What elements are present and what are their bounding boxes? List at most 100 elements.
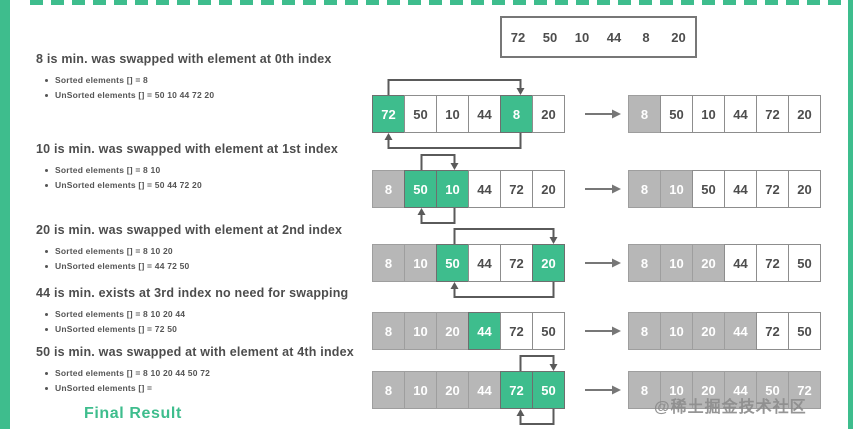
array-cell: 10 bbox=[404, 244, 437, 282]
array-cell: 10 bbox=[660, 170, 693, 208]
bullet-text: Sorted elements [] = 8 10 20 bbox=[55, 246, 173, 256]
array-cell: 8 bbox=[628, 371, 661, 409]
array-cell: 50 bbox=[788, 312, 821, 350]
step-bullet: Sorted elements [] = 8 10 bbox=[45, 165, 338, 175]
bullet-text: UnSorted elements [] = 50 44 72 20 bbox=[55, 180, 202, 190]
array-cell: 20 bbox=[532, 95, 565, 133]
array-cell: 10 bbox=[436, 95, 469, 133]
bullet-text: UnSorted elements [] = 44 72 50 bbox=[55, 261, 190, 271]
array-cell: 8 bbox=[628, 312, 661, 350]
array-cell: 8 bbox=[372, 170, 405, 208]
bullet-dot-icon bbox=[45, 168, 48, 172]
step-bullet: Sorted elements [] = 8 10 20 44 bbox=[45, 309, 348, 319]
array-cell: 44 bbox=[468, 312, 501, 350]
flow-arrow-icon bbox=[585, 326, 621, 336]
flow-arrow-icon bbox=[585, 385, 621, 395]
array-cell: 10 bbox=[566, 18, 599, 56]
step-bullet: Sorted elements [] = 8 10 20 44 50 72 bbox=[45, 368, 354, 378]
array-cell: 44 bbox=[598, 18, 631, 56]
bullet-dot-icon bbox=[45, 312, 48, 316]
bullet-dot-icon bbox=[45, 386, 48, 390]
array-cell: 20 bbox=[788, 170, 821, 208]
array-cell: 8 bbox=[628, 170, 661, 208]
bullet-dot-icon bbox=[45, 78, 48, 82]
array-cell: 44 bbox=[724, 371, 757, 409]
step-bullet: UnSorted elements [] = 44 72 50 bbox=[45, 261, 342, 271]
array-cell: 44 bbox=[468, 244, 501, 282]
cropped-title-dashes bbox=[30, 0, 847, 5]
step-text-block: 44 is min. exists at 3rd index no need f… bbox=[36, 286, 348, 339]
array-cell: 72 bbox=[500, 312, 533, 350]
step-text-block: 20 is min. was swapped with element at 2… bbox=[36, 223, 342, 276]
array-cell: 50 bbox=[404, 170, 437, 208]
flow-arrow-icon bbox=[585, 109, 621, 119]
array-cell: 72 bbox=[756, 312, 789, 350]
left-green-border bbox=[0, 0, 10, 429]
bullet-text: Sorted elements [] = 8 bbox=[55, 75, 148, 85]
array-cell: 20 bbox=[788, 95, 821, 133]
watermark: @稀土掘金技术社区 bbox=[654, 399, 807, 416]
swap-arrows-icon bbox=[516, 355, 558, 425]
bullet-dot-icon bbox=[45, 93, 48, 97]
array-cell: 10 bbox=[660, 244, 693, 282]
step-bullet: UnSorted elements [] = 50 44 72 20 bbox=[45, 180, 338, 190]
step-bullet: UnSorted elements [] = bbox=[45, 383, 354, 393]
array-cell: 8 bbox=[630, 18, 663, 56]
array-cell: 10 bbox=[404, 312, 437, 350]
step-heading: 44 is min. exists at 3rd index no need f… bbox=[36, 286, 349, 300]
array-cell: 50 bbox=[532, 312, 565, 350]
array-cell: 10 bbox=[404, 371, 437, 409]
bullet-text: UnSorted elements [] = 72 50 bbox=[55, 324, 178, 334]
array-cell: 20 bbox=[662, 18, 695, 56]
bullet-dot-icon bbox=[45, 183, 48, 187]
right-green-border bbox=[848, 0, 853, 429]
array-cell: 44 bbox=[724, 244, 757, 282]
array-cell: 20 bbox=[532, 244, 565, 282]
flow-arrow-icon bbox=[585, 258, 621, 268]
array-cell: 50 bbox=[756, 371, 789, 409]
array-cell: 50 bbox=[436, 244, 469, 282]
bullet-dot-icon bbox=[45, 264, 48, 268]
bullet-text: Sorted elements [] = 8 10 20 44 50 72 bbox=[55, 368, 211, 378]
bullet-dot-icon bbox=[45, 327, 48, 331]
final-result-label: Final Result bbox=[84, 405, 182, 422]
step-heading: 8 is min. was swapped with element at 0t… bbox=[36, 52, 332, 66]
array-cell: 72 bbox=[502, 18, 535, 56]
bullet-dot-icon bbox=[45, 249, 48, 253]
step-text-block: 50 is min. was swapped at with element a… bbox=[36, 345, 354, 398]
bullet-text: UnSorted elements [] = bbox=[55, 383, 153, 393]
step-heading: 20 is min. was swapped with element at 2… bbox=[36, 223, 343, 237]
bullet-text: Sorted elements [] = 8 10 bbox=[55, 165, 161, 175]
flow-arrow-icon bbox=[585, 184, 621, 194]
step-heading: 10 is min. was swapped with element at 1… bbox=[36, 142, 339, 156]
array-cell: 72 bbox=[756, 170, 789, 208]
array-cell: 10 bbox=[692, 95, 725, 133]
array-cell: 8 bbox=[628, 95, 661, 133]
step-bullet: UnSorted elements [] = 72 50 bbox=[45, 324, 348, 334]
array-cell: 50 bbox=[534, 18, 567, 56]
array-cell: 72 bbox=[372, 95, 405, 133]
array-cell: 20 bbox=[532, 170, 565, 208]
array-cell: 50 bbox=[788, 244, 821, 282]
step-text-block: 8 is min. was swapped with element at 0t… bbox=[36, 52, 332, 105]
array-cell: 8 bbox=[372, 312, 405, 350]
array-cell: 10 bbox=[660, 312, 693, 350]
bullet-dot-icon bbox=[45, 371, 48, 375]
array-cell: 44 bbox=[724, 170, 757, 208]
swap-arrows-icon bbox=[450, 228, 558, 298]
array-cell: 72 bbox=[756, 95, 789, 133]
array-cell: 50 bbox=[692, 170, 725, 208]
array-cell: 72 bbox=[500, 371, 533, 409]
swap-arrows-icon bbox=[417, 154, 459, 224]
step-bullet: Sorted elements [] = 8 10 20 bbox=[45, 246, 342, 256]
